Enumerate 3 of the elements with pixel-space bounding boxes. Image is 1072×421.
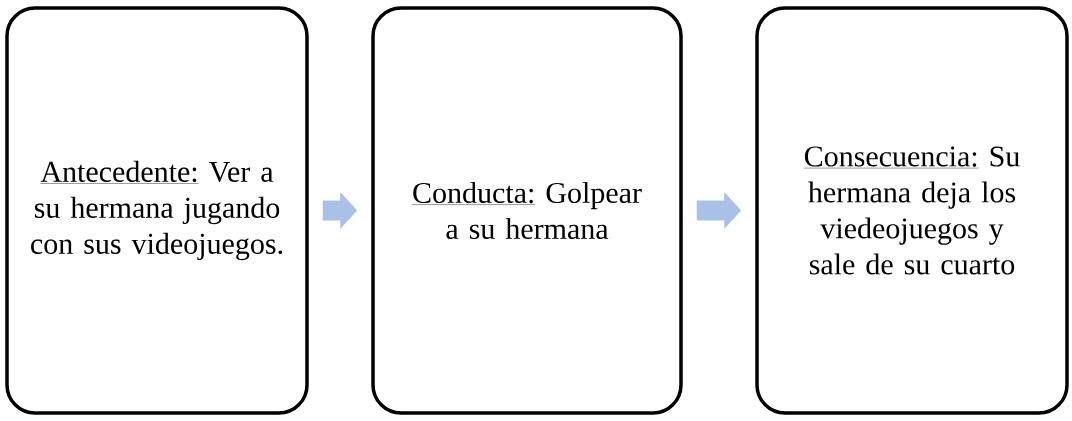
process-box: Consecuencia: Su hermana deja los viedeojuegos y sale de su cuarto bbox=[755, 6, 1069, 415]
process-box: Antecedente: Ver a su hermana jugando con sus videojuegos. bbox=[5, 6, 309, 415]
process-box: Conducta: Golpear a su hermana bbox=[371, 6, 683, 415]
